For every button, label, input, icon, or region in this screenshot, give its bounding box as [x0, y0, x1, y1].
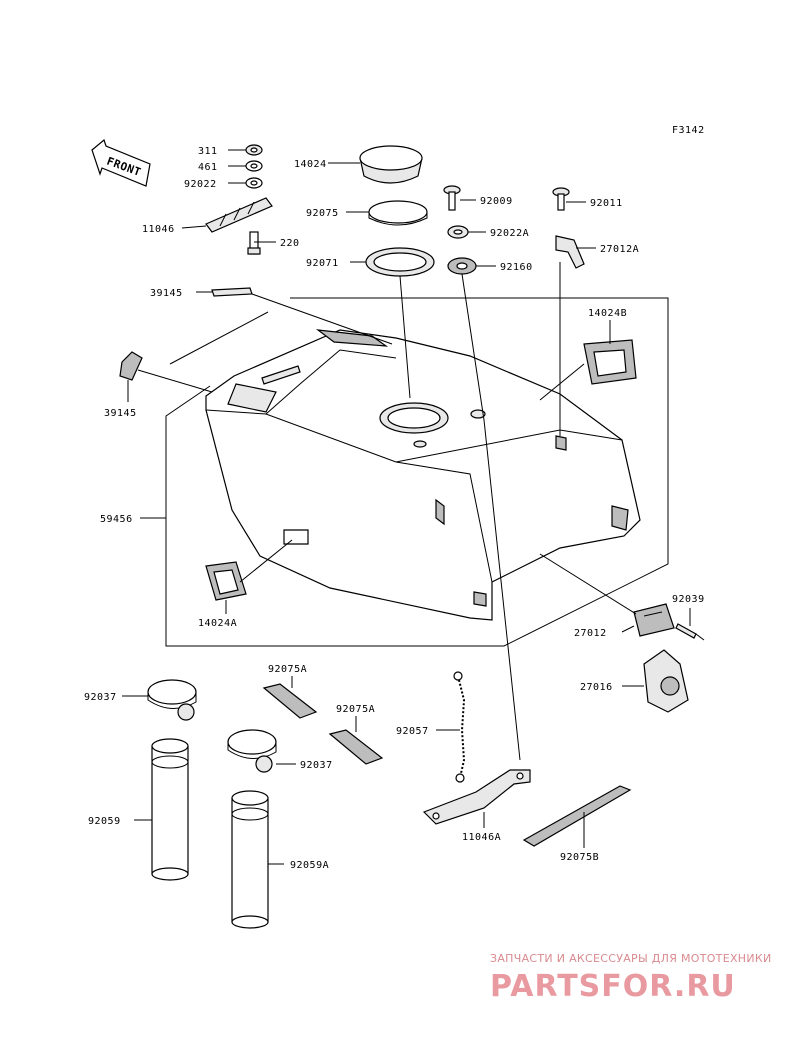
label-92037-left: 92037: [84, 692, 117, 703]
label-92075b: 92075B: [560, 852, 599, 863]
front-arrow-icon: FRONT: [91, 138, 151, 187]
label-92059a: 92059A: [290, 860, 329, 871]
bracket-11046a: [422, 769, 531, 825]
pin-92039: [675, 623, 705, 641]
pad-92075b: [522, 785, 632, 847]
label-39145-left: 39145: [104, 408, 137, 419]
label-92011: 92011: [590, 198, 623, 209]
washer-92022: [245, 177, 263, 189]
screw-92011: [552, 187, 570, 211]
tail-cover-59456: [205, 329, 641, 621]
pad-92075a-2: [328, 729, 384, 765]
label-92039: 92039: [672, 594, 705, 605]
label-27016: 27016: [580, 682, 613, 693]
label-92009: 92009: [480, 196, 513, 207]
clamp-92037-right: [227, 729, 277, 773]
clip-27012: [633, 603, 675, 637]
label-39145-top: 39145: [150, 288, 183, 299]
washer-92022a: [447, 225, 469, 239]
strip-39145-left: [119, 351, 143, 381]
strip-39145-top: [211, 287, 253, 297]
label-92057: 92057: [396, 726, 429, 737]
label-14024: 14024: [294, 159, 327, 170]
pad-92075: [368, 200, 428, 226]
grommet-14024b: [583, 339, 637, 385]
leader-lines: [122, 149, 691, 865]
cap-14024: [359, 145, 423, 184]
assembly-frame: [165, 297, 669, 647]
washer-461: [245, 160, 263, 172]
label-27012: 27012: [574, 628, 607, 639]
label-92160: 92160: [500, 262, 533, 273]
bolt-220: [247, 231, 261, 255]
ring-92071: [365, 247, 435, 277]
part-labels: 311 461 92022 11046 220 14024 92075 9207…: [84, 146, 705, 871]
label-59456: 59456: [100, 514, 133, 525]
watermark-tagline: ЗАПЧАСТИ И АКСЕССУАРЫ ДЛЯ МОТОТЕХНИКИ: [490, 952, 772, 965]
label-92075: 92075: [306, 208, 339, 219]
label-92059: 92059: [88, 816, 121, 827]
clamp-92037-left: [147, 679, 197, 721]
pad-92075a-1: [262, 683, 318, 719]
label-27012a: 27012A: [600, 244, 639, 255]
grommet-92160: [447, 257, 477, 275]
watermark: ЗАПЧАСТИ И АКСЕССУАРЫ ДЛЯ МОТОТЕХНИКИ PA…: [490, 952, 772, 1004]
grommet-14024a: [205, 561, 247, 601]
tube-92059: [151, 738, 189, 881]
cable-92057: [453, 671, 466, 783]
label-92075a-2: 92075A: [336, 704, 375, 715]
label-92037-right: 92037: [300, 760, 333, 771]
label-11046: 11046: [142, 224, 175, 235]
label-461: 461: [198, 162, 218, 173]
nut-311: [245, 144, 263, 156]
label-92075a-1: 92075A: [268, 664, 307, 675]
figure-code: F3142: [672, 125, 705, 136]
label-92022: 92022: [184, 179, 217, 190]
tube-92059a: [231, 790, 269, 929]
label-92071: 92071: [306, 258, 339, 269]
latch-27016: [643, 649, 689, 713]
label-220: 220: [280, 238, 300, 249]
label-11046a: 11046A: [462, 832, 501, 843]
label-92022a: 92022A: [490, 228, 529, 239]
label-14024a: 14024A: [198, 618, 237, 629]
clip-27012a: [555, 235, 585, 269]
screw-92009: [443, 185, 461, 211]
label-14024b: 14024B: [588, 308, 627, 319]
label-311: 311: [198, 146, 218, 157]
bracket-11046: [205, 197, 273, 233]
watermark-logo: PARTSFOR.RU: [490, 969, 736, 1004]
